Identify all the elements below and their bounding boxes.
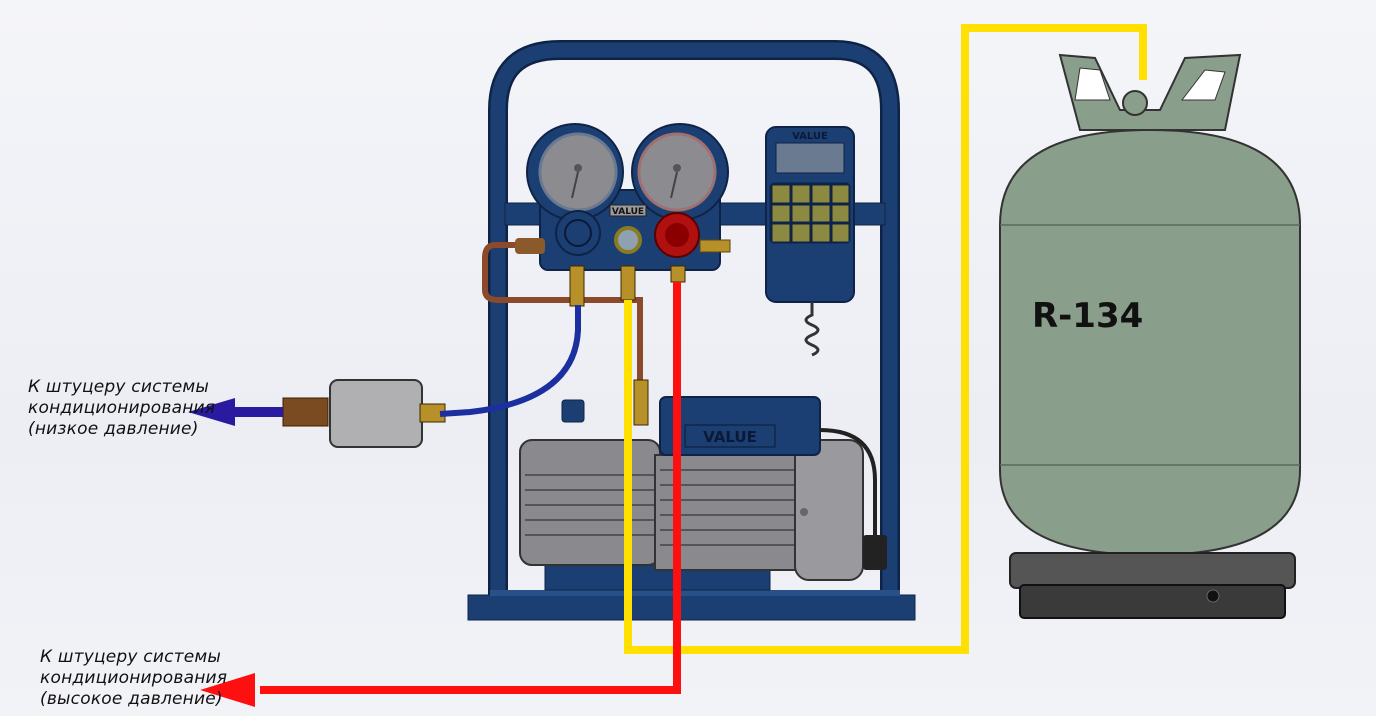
low-pressure-label: К штуцеру системы кондиционирования (низ… bbox=[28, 377, 215, 440]
charge-hose-yellow bbox=[624, 24, 1147, 654]
high-pressure-label: К штуцеру системы кондиционирования (выс… bbox=[40, 647, 227, 710]
sight-glass bbox=[614, 226, 642, 254]
controller-display bbox=[775, 142, 845, 174]
manifold-gauge: VALUE bbox=[515, 123, 731, 307]
scale-power-button bbox=[1206, 589, 1220, 603]
pump-handle bbox=[659, 396, 821, 456]
scale-controller: VALUE bbox=[765, 126, 855, 357]
low-label-line: кондиционирования bbox=[28, 398, 216, 418]
low-label-line: (низкое давление) bbox=[28, 419, 199, 439]
controller-keypad bbox=[769, 182, 851, 244]
high-label-line: (высокое давление) bbox=[40, 689, 223, 709]
manifold-brand: VALUE bbox=[612, 207, 644, 217]
coiled-cable bbox=[804, 302, 820, 357]
charging-scale bbox=[1009, 552, 1296, 619]
high-label-line: кондиционирования bbox=[40, 668, 228, 688]
controller-brand: VALUE bbox=[792, 131, 828, 142]
refrigerant-label: R-134 bbox=[1032, 296, 1143, 336]
vacuum-pump: VALUE bbox=[519, 396, 887, 591]
high-label-line: К штуцеру системы bbox=[40, 647, 222, 667]
low-pressure-hose bbox=[439, 305, 581, 417]
low-label-line: К штуцеру системы bbox=[28, 377, 210, 397]
copper-tube bbox=[482, 242, 643, 390]
high-pressure-hose-red bbox=[260, 282, 681, 694]
low-pressure-arrow bbox=[188, 398, 283, 426]
high-pressure-arrow bbox=[200, 673, 255, 707]
refrigerant-cylinder: R-134 bbox=[999, 53, 1301, 557]
pump-brand: VALUE bbox=[703, 428, 757, 446]
power-plug bbox=[863, 535, 887, 570]
filter-drier bbox=[282, 379, 446, 448]
